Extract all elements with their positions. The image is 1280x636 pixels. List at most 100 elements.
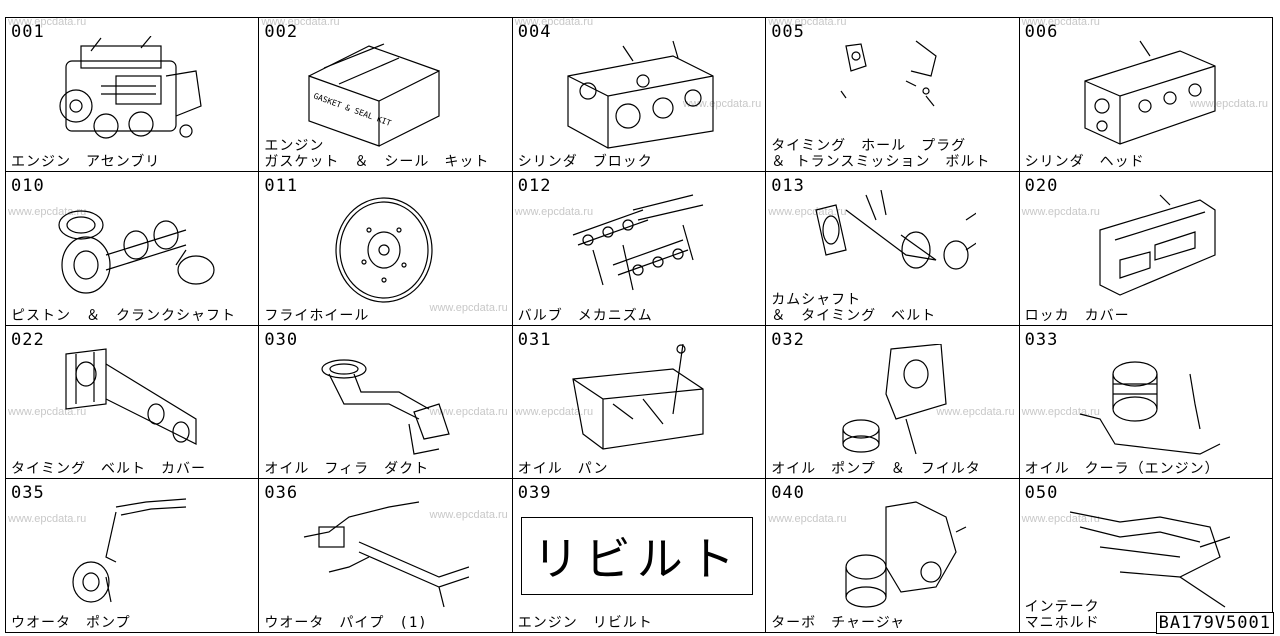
part-name: ピストン ＆ クランクシャフト	[11, 307, 236, 324]
parts-grid: www.epcdata.ru 001 エンジン アセンブリ www.epcdat…	[5, 17, 1273, 633]
part-cell-010[interactable]: www.epcdata.ru 010 ピストン ＆ クランクシャフト	[6, 171, 260, 326]
part-code: 005	[771, 22, 805, 42]
water-pump-icon	[46, 497, 216, 612]
part-cell-004[interactable]: www.epcdata.ru www.epcdata.ru 004 シリンダ ブ…	[512, 18, 767, 172]
part-name: オイル クーラ（エンジン）	[1024, 461, 1220, 478]
part-code: 033	[1024, 329, 1059, 350]
gasket-kit-box-icon: GASKET & SEAL KIT	[299, 36, 469, 151]
part-name: インテーク マニホルド	[1024, 599, 1100, 631]
rebuilt-label-text: リビルト	[532, 532, 741, 587]
part-cell-031[interactable]: www.epcdata.ru 031 オイル パン	[512, 325, 767, 480]
cylinder-head-icon	[1060, 36, 1230, 151]
part-name: エンジン リビルト	[517, 615, 653, 631]
part-name: エンジン ガスケット ＆ シール キット	[264, 137, 490, 170]
part-name: タイミング ベルト カバー	[11, 461, 206, 478]
part-code: 011	[264, 175, 299, 196]
camshaft-timing-belt-icon	[806, 189, 982, 305]
turbocharger-icon	[806, 497, 976, 612]
part-code: 006	[1024, 22, 1059, 42]
engine-assembly-icon	[46, 35, 216, 151]
watermark: www.epcdata.ru	[8, 513, 87, 526]
oil-pump-filter-icon	[806, 342, 976, 459]
part-name: オイル フィラ ダクト	[264, 461, 430, 478]
watermark: www.epcdata.ru	[1021, 405, 1100, 418]
part-name: シリンダ ヘッド	[1024, 153, 1145, 170]
watermark: www.epcdata.ru	[429, 301, 508, 314]
watermark: www.epcdata.ru	[936, 405, 1015, 418]
part-name: フライホイール	[264, 307, 370, 324]
part-name: シリンダ ブロック	[517, 153, 653, 170]
part-cell-006[interactable]: www.epcdata.ru www.epcdata.ru 006 シリンダ ヘ…	[1019, 18, 1273, 172]
flywheel-icon	[299, 190, 469, 305]
part-code: 039	[517, 483, 552, 504]
part-code: 032	[771, 329, 805, 350]
watermark: www.epcdata.ru	[1021, 205, 1100, 218]
watermark: www.epcdata.ru	[1021, 18, 1100, 28]
intake-manifold-icon	[1060, 497, 1230, 612]
part-cell-033[interactable]: www.epcdata.ru 033 オイル クーラ（エンジン）	[1019, 325, 1273, 480]
part-cell-035[interactable]: www.epcdata.ru 035 ウオータ ポンプ	[6, 479, 260, 633]
watermark: www.epcdata.ru	[768, 205, 847, 218]
part-cell-030[interactable]: www.epcdata.ru 030 オイル フィラ ダクト	[259, 325, 513, 480]
part-code: 030	[264, 329, 299, 350]
oil-filler-duct-icon	[299, 344, 469, 459]
box-label: GASKET & SEAL KIT	[313, 91, 393, 128]
part-code: 020	[1024, 175, 1059, 196]
part-cell-050[interactable]: www.epcdata.ru 050 インテーク マニホルド	[1019, 479, 1273, 633]
watermark: www.epcdata.ru	[768, 18, 847, 28]
cylinder-block-icon	[553, 36, 723, 151]
timing-hole-plug-icon	[806, 36, 976, 151]
piston-crankshaft-icon	[46, 190, 216, 305]
part-name: バルブ メカニズム	[517, 307, 653, 324]
oil-cooler-icon	[1060, 344, 1230, 459]
watermark: www.epcdata.ru	[1021, 513, 1100, 526]
watermark: www.epcdata.ru	[682, 98, 762, 110]
part-name: タイミング ホール プラグ ＆ トランスミッション ボルト	[771, 137, 991, 170]
part-cell-036[interactable]: www.epcdata.ru 036 ウオータ パイプ (1)	[259, 479, 513, 633]
part-name: ウオータ パイプ (1)	[264, 615, 428, 631]
part-code: 022	[11, 329, 45, 350]
part-cell-002[interactable]: www.epcdata.ru 002 GASKET & SEAL KIT エンジ…	[259, 18, 513, 172]
watermark: www.epcdata.ru	[514, 205, 594, 218]
part-code: 040	[771, 483, 805, 504]
part-name: オイル パン	[517, 461, 609, 478]
rocker-cover-icon	[1060, 190, 1230, 305]
part-code: 036	[264, 483, 299, 504]
watermark: www.epcdata.ru	[1189, 98, 1268, 110]
watermark: www.epcdata.ru	[429, 405, 508, 418]
part-cell-013[interactable]: www.epcdata.ru 013 カムシャフト ＆ タイミング ベルト	[766, 171, 1020, 326]
part-code: 004	[517, 22, 552, 42]
part-name: ウオータ ポンプ	[11, 615, 131, 631]
part-cell-011[interactable]: www.epcdata.ru 011 フライホイール	[259, 171, 513, 326]
part-code: 001	[11, 22, 45, 42]
timing-belt-cover-icon	[46, 344, 216, 459]
part-cell-039[interactable]: 039 リビルト エンジン リビルト	[512, 479, 767, 633]
part-name: エンジン アセンブリ	[11, 153, 161, 170]
part-cell-001[interactable]: www.epcdata.ru 001 エンジン アセンブリ	[6, 18, 260, 172]
oil-pan-icon	[553, 343, 723, 459]
part-code: 010	[11, 175, 45, 196]
watermark: www.epcdata.ru	[514, 18, 594, 28]
part-code: 013	[771, 175, 805, 196]
part-name: カムシャフト ＆ タイミング ベルト	[771, 291, 937, 324]
valve-mechanism-icon	[553, 190, 723, 305]
part-cell-032[interactable]: www.epcdata.ru 032 オイル ポンプ ＆ フイルタ	[766, 325, 1020, 480]
part-cell-022[interactable]: www.epcdata.ru 022 タイミング ベルト カバー	[6, 325, 260, 480]
part-cell-020[interactable]: www.epcdata.ru 020 ロッカ カバー	[1019, 171, 1273, 326]
part-name: ターボ チャージャ	[771, 615, 906, 631]
watermark: www.epcdata.ru	[514, 405, 594, 418]
rebuilt-label-box: リビルト	[520, 517, 753, 596]
part-code: 050	[1024, 483, 1059, 504]
part-cell-012[interactable]: www.epcdata.ru 012 バルブ メカニズム	[512, 171, 767, 326]
part-name: オイル ポンプ ＆ フイルタ	[771, 461, 981, 478]
part-name: ロッカ カバー	[1024, 307, 1130, 324]
watermark: www.epcdata.ru	[261, 18, 340, 28]
watermark: www.epcdata.ru	[8, 18, 87, 28]
part-cell-005[interactable]: www.epcdata.ru 005 タイミング ホール プラグ ＆ トランスミ…	[766, 18, 1020, 172]
water-pipe-icon	[299, 497, 470, 612]
part-code: 035	[11, 483, 45, 504]
watermark: www.epcdata.ru	[768, 513, 847, 526]
part-cell-040[interactable]: www.epcdata.ru 040 ターボ チャージャ	[766, 479, 1020, 633]
part-code: 012	[517, 175, 552, 196]
part-code: 002	[264, 22, 299, 42]
